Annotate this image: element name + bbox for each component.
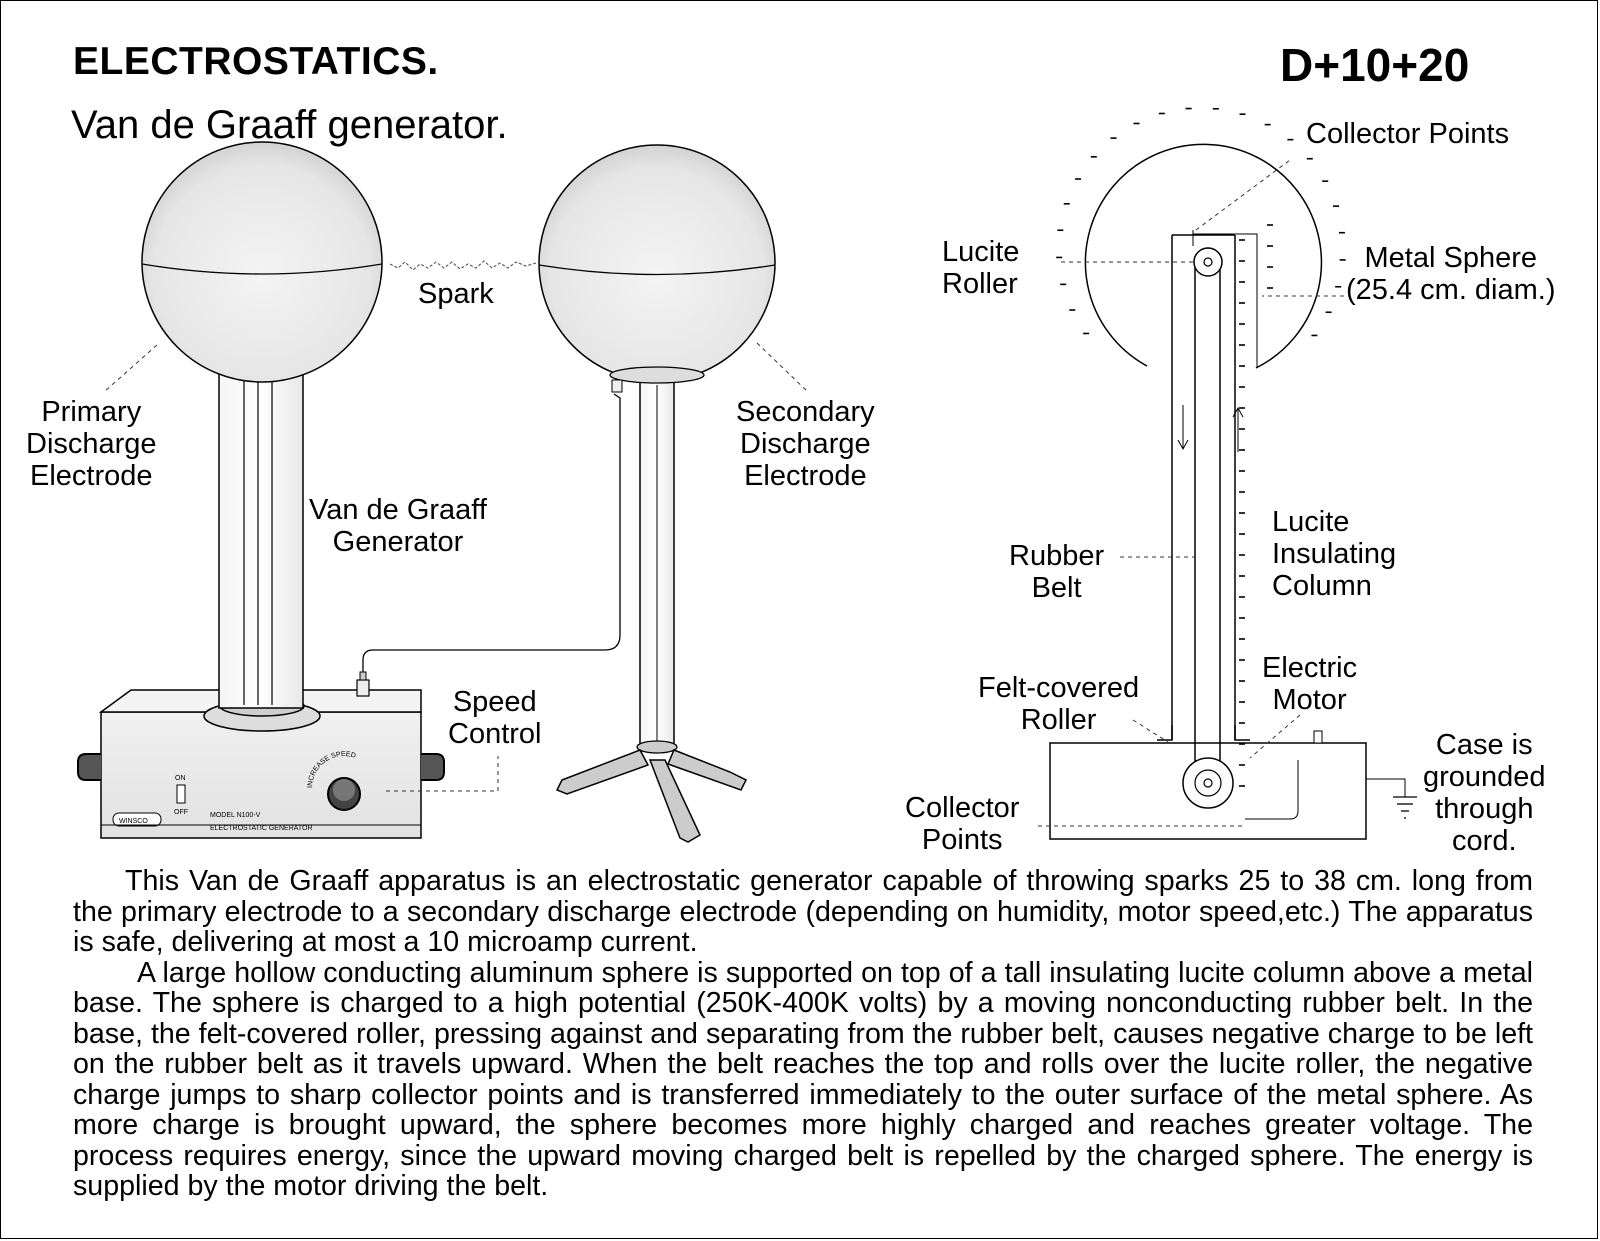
secondary-electrode [538,144,776,843]
label-spark: Spark [418,278,494,310]
description-paragraph: This Van de Graaff apparatus is an elect… [73,865,1533,958]
secondary-sphere [538,144,776,382]
switch-off-label: OFF [174,809,188,816]
switch-on-label: ON [175,775,186,782]
primary-generator: ON OFF WINSCO MODEL N100-V ELECTROSTATIC… [77,141,445,839]
van-de-graaff-diagram: ON OFF WINSCO MODEL N100-V ELECTROSTATIC… [77,107,1417,843]
page-subtitle: Van de Graaff generator. [71,103,508,147]
power-switch[interactable] [176,784,186,804]
brand-label: WINSCO [119,818,148,825]
metal-sphere-outline [1084,143,1323,369]
label-collector-points-top: Collector Points [1306,118,1510,150]
cross-section [1049,143,1417,840]
product-label: ELECTROSTATIC GENERATOR [210,825,313,832]
model-label: MODEL N100-V [210,812,261,819]
spark-line [389,260,537,271]
label-metal-sphere: Metal Sphere(25.4 cm. diam.) [1346,242,1556,306]
left-leader-lines [103,342,809,792]
description-paragraph: A large hollow conducting aluminum spher… [73,956,1533,1202]
page-title: ELECTROSTATICS. [73,40,439,83]
ground-cord [362,393,621,672]
primary-sphere [141,141,383,383]
page-code: D+10+20 [1280,39,1470,91]
description-text: This Van de Graaff apparatus is an elect… [73,866,1533,1202]
primary-column [218,369,304,709]
right-leader-lines [1038,159,1344,827]
negative-charges [1056,107,1346,787]
